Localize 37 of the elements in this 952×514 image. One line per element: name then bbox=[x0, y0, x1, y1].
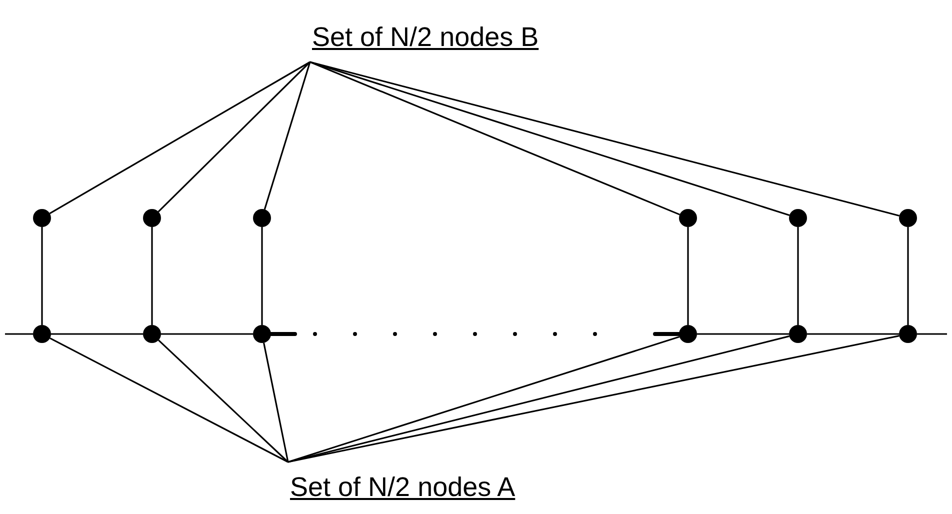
set-label: Set of N/2 nodes B bbox=[310, 18, 560, 62]
node-dot bbox=[789, 325, 807, 343]
connector-line bbox=[697, 333, 789, 335]
node-dot bbox=[253, 209, 271, 227]
connector-line bbox=[288, 335, 790, 463]
node-dot bbox=[33, 325, 51, 343]
set-label: Set of N/2 nodes A bbox=[288, 462, 538, 508]
node-dot bbox=[253, 325, 271, 343]
node-dot bbox=[789, 209, 807, 227]
connector-line bbox=[797, 227, 799, 325]
connector-line bbox=[5, 333, 33, 335]
connector-line bbox=[261, 227, 263, 325]
connector-line bbox=[310, 61, 790, 216]
connector-line bbox=[151, 227, 153, 325]
connector-line bbox=[907, 227, 909, 325]
connector-line bbox=[158, 340, 289, 463]
node-dot bbox=[679, 209, 697, 227]
connector-line bbox=[288, 335, 900, 463]
node-dot bbox=[33, 209, 51, 227]
node-dot bbox=[899, 325, 917, 343]
connector-line bbox=[263, 342, 289, 462]
connector-line bbox=[310, 61, 900, 216]
connector-line bbox=[51, 333, 143, 335]
connector-line bbox=[807, 333, 899, 335]
node-dot bbox=[143, 325, 161, 343]
connector-line bbox=[49, 61, 310, 214]
connector-line bbox=[310, 61, 680, 216]
connector-line bbox=[264, 62, 311, 210]
connector-line bbox=[161, 333, 253, 335]
connector-line bbox=[917, 333, 947, 335]
connector-line bbox=[50, 337, 288, 463]
connector-line bbox=[687, 227, 689, 325]
connector-line bbox=[41, 227, 43, 325]
node-dot bbox=[679, 325, 697, 343]
node-dot bbox=[143, 209, 161, 227]
connector-line bbox=[158, 61, 311, 212]
node-dot bbox=[899, 209, 917, 227]
